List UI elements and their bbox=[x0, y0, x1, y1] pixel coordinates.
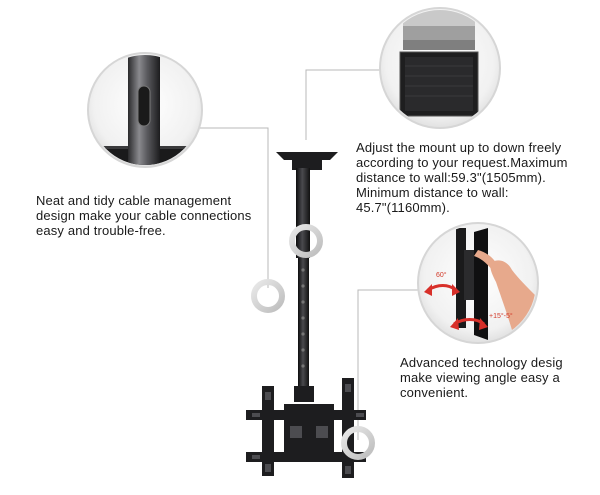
leader-line-angle bbox=[357, 289, 422, 440]
caption-line: Adjust the mount up to down freely bbox=[356, 140, 562, 155]
leader-lines bbox=[200, 69, 422, 440]
caption-line: convenient. bbox=[400, 385, 469, 400]
caption-line: 45.7"(1160mm). bbox=[356, 200, 450, 215]
caption-line: distance to wall:59.3"(1505mm). bbox=[356, 170, 546, 185]
zoom-viewing-angle: 60° +15°-5° bbox=[417, 222, 539, 344]
ring-cable bbox=[251, 279, 285, 313]
caption-line: easy and trouble-free. bbox=[36, 223, 166, 238]
leader-line-adjust bbox=[305, 69, 385, 140]
caption-line: make viewing angle easy a bbox=[400, 370, 560, 385]
caption-line: Neat and tidy cable management bbox=[36, 193, 232, 208]
caption-line: design make your cable connections bbox=[36, 208, 252, 223]
ceiling-mount bbox=[246, 152, 366, 478]
caption-viewing-angle: Advanced technology desig make viewing a… bbox=[400, 355, 563, 400]
caption-cable-management: Neat and tidy cable management design ma… bbox=[36, 193, 251, 238]
zoom-height-adjust bbox=[379, 7, 501, 129]
caption-line: Advanced technology desig bbox=[400, 355, 563, 370]
highlight-rings bbox=[251, 224, 375, 460]
zoom-cable-management bbox=[87, 52, 203, 168]
ring-adjust bbox=[289, 224, 323, 258]
ring-angle bbox=[341, 426, 375, 460]
caption-adjust-distance: Adjust the mount up to down freely accor… bbox=[356, 140, 568, 215]
leader-line-cable bbox=[200, 127, 269, 288]
caption-line: Minimum distance to wall: bbox=[356, 185, 509, 200]
swivel-angle-label: 60° bbox=[436, 271, 447, 279]
tilt-angle-label: +15°-5° bbox=[489, 312, 513, 320]
caption-line: according to your request.Maximum bbox=[356, 155, 568, 170]
